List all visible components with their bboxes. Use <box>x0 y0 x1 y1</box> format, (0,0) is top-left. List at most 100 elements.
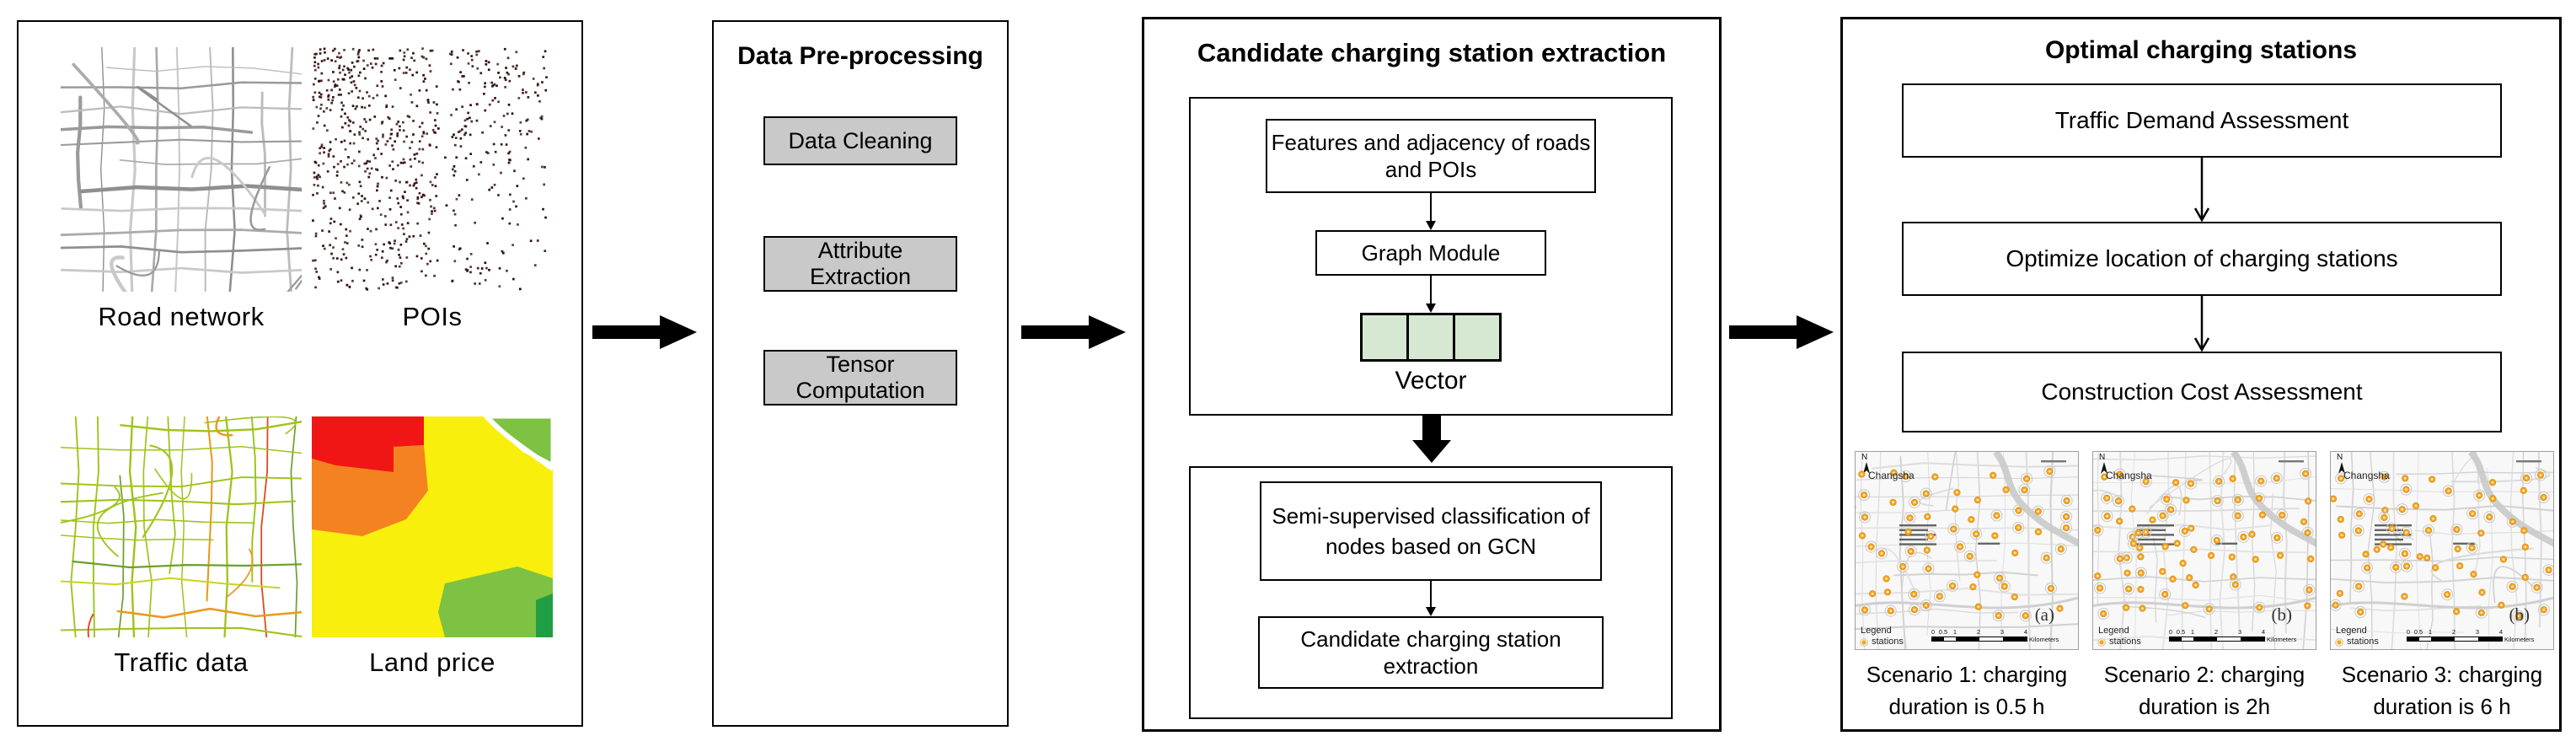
subfigure-label: (a) <box>2034 604 2054 625</box>
scale-tick: 4 <box>2023 628 2028 636</box>
scale-tick: 0.5 <box>1938 628 1948 636</box>
scale-bar: 0 0.5 1 2 3 4 Kilometers <box>2407 628 2550 645</box>
legend-item: stations <box>2347 637 2379 647</box>
legend-item: stations <box>2109 637 2141 647</box>
panel-preprocessing: Data Pre-processing Data Cleaning Attrib… <box>712 20 1009 727</box>
scale-tick: 1 <box>2190 628 2195 636</box>
step-data-cleaning: Data Cleaning <box>763 116 957 165</box>
down-arrow-icon <box>1426 581 1436 616</box>
north-label: N <box>2099 453 2106 462</box>
scale-unit: Kilometers <box>2504 636 2535 643</box>
pois-figure: POIs <box>312 47 553 332</box>
vector-cells <box>1360 313 1502 362</box>
vector-cell <box>1360 313 1409 362</box>
optimize-location-box: Optimize location of charging stations <box>1902 222 2502 296</box>
scenario-caption-1: Scenario 1: charging duration is 0.5 h <box>1866 662 2068 719</box>
scale-unit: Kilometers <box>2267 636 2297 643</box>
scale-tick: 2 <box>1976 628 1981 636</box>
vector-label: Vector <box>1395 367 1467 395</box>
land-price-label: Land price <box>369 647 495 677</box>
map-art <box>2093 452 2316 649</box>
scale-tick: 1 <box>1952 628 1957 636</box>
scale-tick: 4 <box>2498 628 2504 636</box>
subfigure-label: (b) <box>2509 604 2530 625</box>
scale-tick: 0 <box>1931 628 1936 636</box>
north-label: N <box>2337 453 2343 462</box>
traffic-data-image <box>61 416 302 637</box>
flow-arrow-right-icon <box>1021 315 1126 349</box>
scenario-map-3: N Changsha (b) Legend stations 0 0.5 1 2… <box>2330 451 2554 650</box>
flow-arrow-right-icon <box>1729 315 1834 349</box>
down-arrow-icon <box>2193 158 2210 222</box>
scale-tick: 0 <box>2406 628 2411 636</box>
scale-tick: 2 <box>2451 628 2456 636</box>
scale-tick: 4 <box>2261 628 2266 636</box>
classification-box: Semi-supervised classification of nodes … <box>1189 466 1673 719</box>
legend-item: stations <box>1872 637 1904 647</box>
legend-title: Legend <box>1861 626 1892 636</box>
north-label: N <box>1861 453 1868 462</box>
vector-cell <box>1453 313 1502 362</box>
scenario-caption-2: Scenario 2: charging duration is 2h <box>2103 662 2306 719</box>
candidate-extraction-box: Candidate charging station extraction <box>1258 616 1604 689</box>
scale-bar: 0 0.5 1 2 3 4 Kilometers <box>2169 628 2312 645</box>
scale-unit: Kilometers <box>2029 636 2059 643</box>
scale-tick: 2 <box>2214 628 2219 636</box>
down-arrow-icon <box>2193 296 2210 352</box>
pois-image <box>312 47 553 292</box>
step-tensor-computation: Tensor Computation <box>763 350 957 406</box>
map-art <box>1856 452 2078 649</box>
subfigure-label: (b) <box>2271 604 2293 625</box>
pois-label: POIs <box>402 302 463 331</box>
scenario-map-2: N Changsha (b) Legend stations 0 0.5 1 2… <box>2092 451 2316 650</box>
candidate-title: Candidate charging station extraction <box>1197 38 1667 67</box>
gcn-classification-box: Semi-supervised classification of nodes … <box>1260 481 1602 581</box>
traffic-demand-box: Traffic Demand Assessment <box>1902 83 2502 158</box>
map-legend: Legend stations <box>2098 626 2141 647</box>
scale-tick: 0.5 <box>2413 628 2423 636</box>
legend-title: Legend <box>2336 626 2367 636</box>
scale-bar-segments <box>1931 637 2027 642</box>
city-label: Changsha <box>2106 470 2152 481</box>
map-art <box>2331 452 2553 649</box>
scale-tick: 1 <box>2428 628 2433 636</box>
scale-bar-segments <box>2169 637 2265 642</box>
scenario-map-1: N Changsha (a) Legend stations 0 0.5 1 2… <box>1855 451 2079 650</box>
land-price-figure: Land price <box>312 416 553 678</box>
flow-arrow-right-icon <box>592 315 697 349</box>
scale-tick: 3 <box>2000 628 2005 636</box>
panel-candidate-extraction: Candidate charging station extraction Fe… <box>1142 17 1722 732</box>
city-label: Changsha <box>2343 470 2390 481</box>
land-price-image <box>312 416 553 637</box>
scale-tick: 3 <box>2237 628 2242 636</box>
road-network-figure: Road network <box>61 47 302 332</box>
scale-tick: 3 <box>2475 628 2480 636</box>
panel-optimal-stations: Optimal charging stations Traffic Demand… <box>1840 17 2562 732</box>
panel-input-data: Road network POIs Traffic data Land pric… <box>17 20 583 727</box>
scale-tick: 0 <box>2168 628 2173 636</box>
scale-tick: 0.5 <box>2176 628 2186 636</box>
optimal-title: Optimal charging stations <box>2044 36 2358 64</box>
down-arrow-icon <box>1426 276 1436 313</box>
station-dot-icon <box>2336 638 2343 646</box>
vector-cell <box>1406 313 1455 362</box>
construction-cost-box: Construction Cost Assessment <box>1902 352 2502 432</box>
station-dot-icon <box>2098 638 2105 646</box>
legend-title: Legend <box>2098 626 2129 636</box>
down-arrow-icon <box>1426 193 1436 230</box>
features-adjacency-box: Features and adjacency of roads and POIs <box>1266 119 1596 193</box>
step-attribute-extraction: Attribute Extraction <box>763 236 957 292</box>
station-dot-icon <box>1861 638 1867 646</box>
preprocessing-title: Data Pre-processing <box>737 42 983 70</box>
thick-down-arrow-icon <box>1412 416 1451 463</box>
map-legend: Legend stations <box>1861 626 1904 647</box>
graph-pipeline-box: Features and adjacency of roads and POIs… <box>1189 97 1673 416</box>
road-network-label: Road network <box>98 302 265 331</box>
road-network-image <box>61 47 302 292</box>
traffic-data-label: Traffic data <box>114 647 249 677</box>
scale-bar-segments <box>2407 637 2503 642</box>
scenario-caption-3: Scenario 3: charging duration is 6 h <box>2341 662 2543 719</box>
scale-bar: 0 0.5 1 2 3 4 Kilometers <box>1931 628 2075 645</box>
graph-module-box: Graph Module <box>1315 230 1546 276</box>
